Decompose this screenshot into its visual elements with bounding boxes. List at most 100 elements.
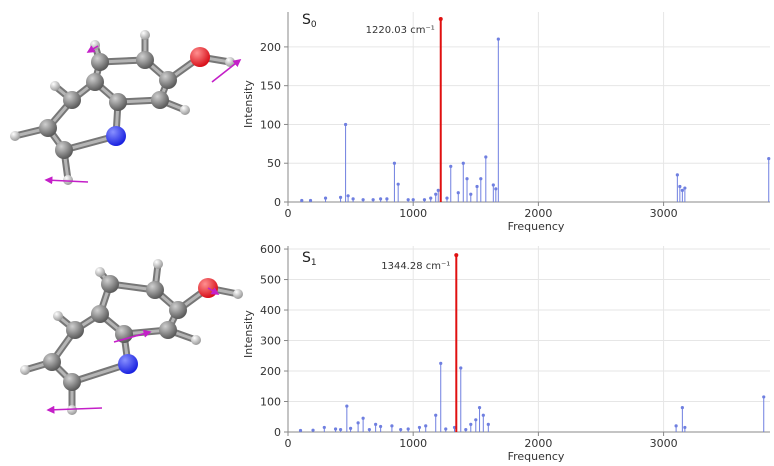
spectrum-peak-marker <box>767 156 771 161</box>
x-axis-label: Frequency <box>508 450 565 462</box>
y-tick-label: 0 <box>274 426 281 439</box>
carbon-atom <box>136 51 154 69</box>
carbon-atom <box>169 301 187 319</box>
hydrogen-atom <box>10 131 20 141</box>
spectrum-peak-marker <box>411 198 415 202</box>
hydrogen-atom <box>95 267 105 277</box>
molecule-s1-view <box>0 232 250 461</box>
spectrum-peak-marker <box>680 188 684 192</box>
hydrogen-atom <box>180 105 190 115</box>
spectrum-peak-marker <box>434 413 438 417</box>
spectrum-peak-marker <box>439 361 443 365</box>
spectrum-peak-marker <box>449 164 453 168</box>
spectrum-peak-marker <box>475 184 479 189</box>
y-tick-label: 200 <box>260 41 281 54</box>
displacement-vector <box>46 405 103 414</box>
spectrum-peak-marker <box>392 161 397 165</box>
highlight-peak-marker <box>438 16 443 21</box>
spectrum-peak-marker <box>456 191 460 195</box>
carbon-atom <box>109 93 127 111</box>
hydrogen-atom <box>191 335 201 345</box>
spectrum-peak-marker <box>469 192 473 196</box>
spectrum-peak-marker <box>311 428 315 432</box>
spectrum-peak-marker <box>486 422 490 426</box>
spectrum-peak-marker <box>361 198 365 202</box>
displacement-vector <box>113 329 152 343</box>
carbon-atom <box>86 73 104 91</box>
spectrum-peak-marker <box>683 186 687 190</box>
y-tick-label: 500 <box>260 274 281 287</box>
x-tick-label: 1000 <box>399 207 427 220</box>
spectrum-peak-marker <box>675 173 679 177</box>
carbon-atom <box>66 321 84 339</box>
spectrum-s0-chart: S0 1220.03 cm⁻¹ Frequency Intensity 0501… <box>242 12 771 233</box>
displacement-vector <box>44 176 89 185</box>
spectrum-peak-marker <box>474 418 478 422</box>
carbon-atom <box>159 71 177 89</box>
spectrum-peak-marker <box>444 427 448 431</box>
y-tick-label: 50 <box>267 157 281 170</box>
spectrum-peak-marker <box>429 196 433 200</box>
x-tick-label: 1000 <box>399 437 427 450</box>
spectrum-peak-marker <box>678 184 682 189</box>
spectrum-peak-marker <box>445 196 449 200</box>
hydrogen-atom <box>140 30 150 40</box>
spectrum-peak-marker <box>680 406 684 410</box>
spectrum-peak-marker <box>322 425 326 430</box>
spectrum-s1-chart: S1 1344.28 cm⁻¹ Frequency Intensity 0100… <box>242 243 770 463</box>
spectrum-peak-marker <box>406 427 410 431</box>
y-tick-label: 100 <box>260 396 281 409</box>
x-tick-label: 2000 <box>524 437 552 450</box>
molecule-s1-render <box>20 259 243 415</box>
carbon-atom <box>101 275 119 293</box>
molecule-s0-render <box>10 30 242 185</box>
spectrum-peak-marker <box>399 427 403 432</box>
spectrum-peak-marker <box>674 424 678 428</box>
y-axis-label: Intensity <box>242 310 255 358</box>
spectrum-peak-marker <box>385 197 389 201</box>
highlight-peak-label: 1220.03 cm⁻¹ <box>366 25 435 36</box>
y-tick-label: 600 <box>260 243 281 256</box>
spectrum-peak-marker <box>417 425 422 430</box>
displacement-vector <box>207 287 220 295</box>
spectrum-peak-marker <box>396 182 400 186</box>
nitrogen-atom <box>118 354 138 374</box>
spectrum-peak-marker <box>351 197 355 201</box>
spectrum-peak-marker <box>300 198 304 203</box>
spectrum-peak-marker <box>379 424 383 429</box>
spectrum-peak-marker <box>338 195 343 199</box>
spectrum-peak-marker <box>496 37 500 41</box>
highlight-peak-marker <box>454 253 459 258</box>
spectrum-peak-marker <box>345 404 349 408</box>
y-tick-label: 0 <box>274 196 281 209</box>
spectrum-peak-marker <box>356 421 360 425</box>
y-tick-label: 100 <box>260 118 281 131</box>
highlight-peak-label: 1344.28 cm⁻¹ <box>381 261 450 272</box>
hydrogen-atom <box>67 405 77 415</box>
hydrogen-atom <box>153 259 163 269</box>
spectrum-peak-marker <box>422 198 427 202</box>
spectrum-peak-marker <box>346 194 350 198</box>
spectrum-peak-marker <box>491 183 495 187</box>
spectrum-peak-marker <box>436 188 440 192</box>
spectrum-peak-marker <box>348 426 353 430</box>
spectrum-peak-marker <box>461 161 465 165</box>
x-axis-label: Frequency <box>508 220 565 232</box>
x-tick-label: 3000 <box>650 437 678 450</box>
spectrum-peak-marker <box>465 177 469 181</box>
spectrum-peak-marker <box>477 406 482 410</box>
spectrum-peak-marker <box>333 427 338 431</box>
spectrum-peak-marker <box>424 424 428 428</box>
spectrum-peak-marker <box>762 395 766 399</box>
carbon-atom <box>63 91 81 109</box>
spectrum-peak-marker <box>343 122 348 127</box>
spectrum-peak-marker <box>367 427 371 432</box>
state-label-s0: S0 <box>302 12 317 30</box>
x-tick-label: 0 <box>285 437 292 450</box>
spectrum-peak-marker <box>308 198 313 203</box>
spectrum-peak-marker <box>484 155 488 159</box>
hydrogen-atom <box>50 81 60 91</box>
spectrum-peak-marker <box>464 427 468 432</box>
carbon-atom <box>146 281 164 299</box>
molecule-s0-view <box>0 0 250 229</box>
